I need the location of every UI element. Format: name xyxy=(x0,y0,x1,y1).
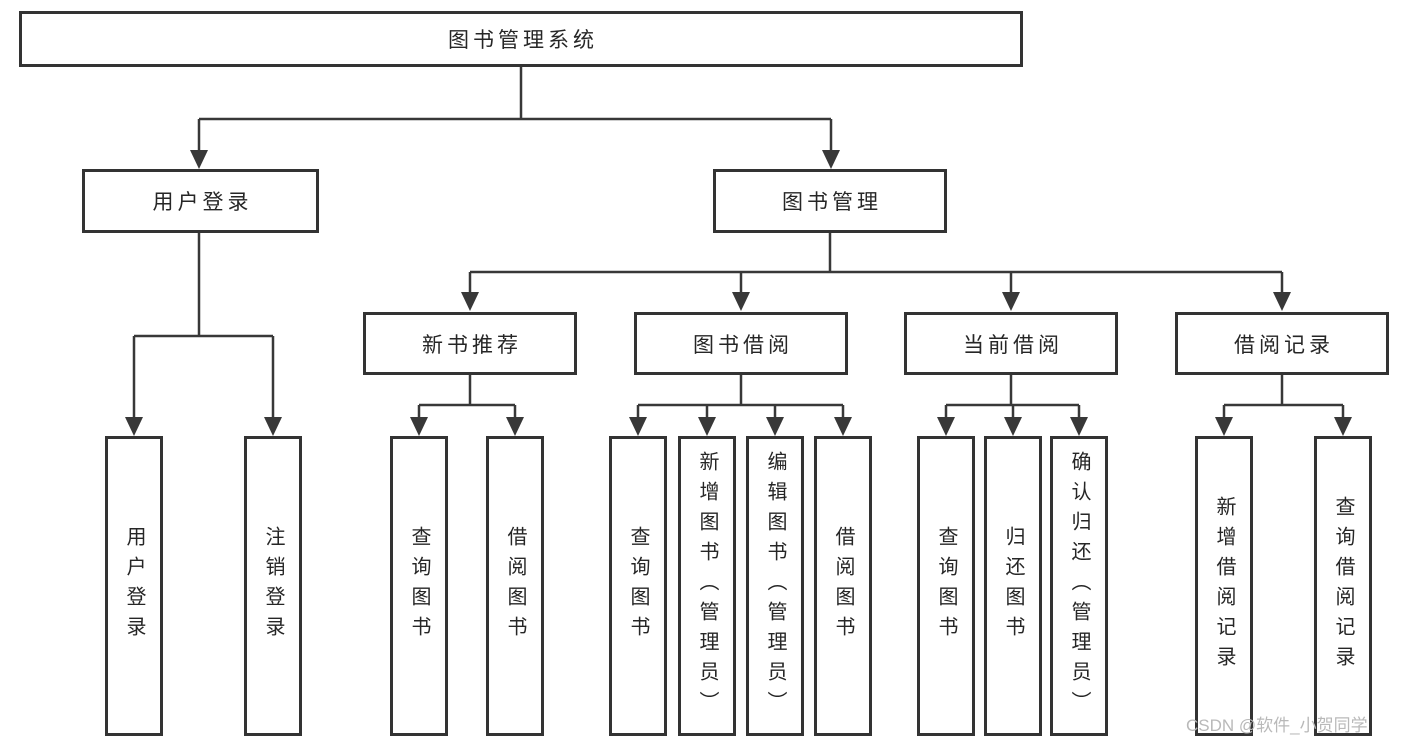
connector-borrowing-records-children xyxy=(1215,375,1352,436)
node-borrowing-records: 借阅记录 xyxy=(1175,312,1389,375)
node-user-login: 用户登录 xyxy=(82,169,319,233)
connector-root-to-level2 xyxy=(190,67,840,169)
node-confirm-return-admin: 确认归还（管理员） xyxy=(1050,436,1108,736)
arrow-down-icon xyxy=(506,417,524,436)
arrow-down-icon xyxy=(1070,417,1088,436)
watermark-text: CSDN @软件_小贺同学 xyxy=(1186,716,1368,735)
arrow-down-icon xyxy=(125,417,143,436)
arrow-down-icon xyxy=(461,292,479,311)
arrow-down-icon xyxy=(834,417,852,436)
connector-new-book-children xyxy=(410,375,524,436)
arrow-down-icon xyxy=(822,150,840,169)
node-book-management: 图书管理 xyxy=(713,169,947,233)
node-user-login-leaf: 用户登录 xyxy=(105,436,163,736)
arrow-down-icon xyxy=(1334,417,1352,436)
node-query-borrow-record: 查询借阅记录 xyxy=(1314,436,1372,736)
node-query-books-1: 查询图书 xyxy=(390,436,448,736)
connector-current-borrowing-children xyxy=(937,375,1088,436)
node-borrow-books-2: 借阅图书 xyxy=(814,436,872,736)
arrow-down-icon xyxy=(1273,292,1291,311)
node-current-borrowing: 当前借阅 xyxy=(904,312,1118,375)
connector-book-management-children xyxy=(461,233,1291,311)
arrow-down-icon xyxy=(410,417,428,436)
node-root: 图书管理系统 xyxy=(19,11,1023,67)
arrow-down-icon xyxy=(766,417,784,436)
arrow-down-icon xyxy=(190,150,208,169)
node-edit-book-admin: 编辑图书（管理员） xyxy=(746,436,804,736)
arrow-down-icon xyxy=(1004,417,1022,436)
node-return-books: 归还图书 xyxy=(984,436,1042,736)
arrow-down-icon xyxy=(264,417,282,436)
arrow-down-icon xyxy=(1002,292,1020,311)
node-query-books-2: 查询图书 xyxy=(609,436,667,736)
arrow-down-icon xyxy=(937,417,955,436)
arrow-down-icon xyxy=(1215,417,1233,436)
node-borrow-books-1: 借阅图书 xyxy=(486,436,544,736)
node-add-book-admin: 新增图书（管理员） xyxy=(678,436,736,736)
node-book-borrowing: 图书借阅 xyxy=(634,312,848,375)
node-new-book-recommendation: 新书推荐 xyxy=(363,312,577,375)
node-add-borrow-record: 新增借阅记录 xyxy=(1195,436,1253,736)
node-logout: 注销登录 xyxy=(244,436,302,736)
arrow-down-icon xyxy=(698,417,716,436)
arrow-down-icon xyxy=(629,417,647,436)
arrow-down-icon xyxy=(732,292,750,311)
node-query-books-3: 查询图书 xyxy=(917,436,975,736)
connector-user-login-children xyxy=(125,233,282,436)
connector-book-borrowing-children xyxy=(629,375,852,436)
